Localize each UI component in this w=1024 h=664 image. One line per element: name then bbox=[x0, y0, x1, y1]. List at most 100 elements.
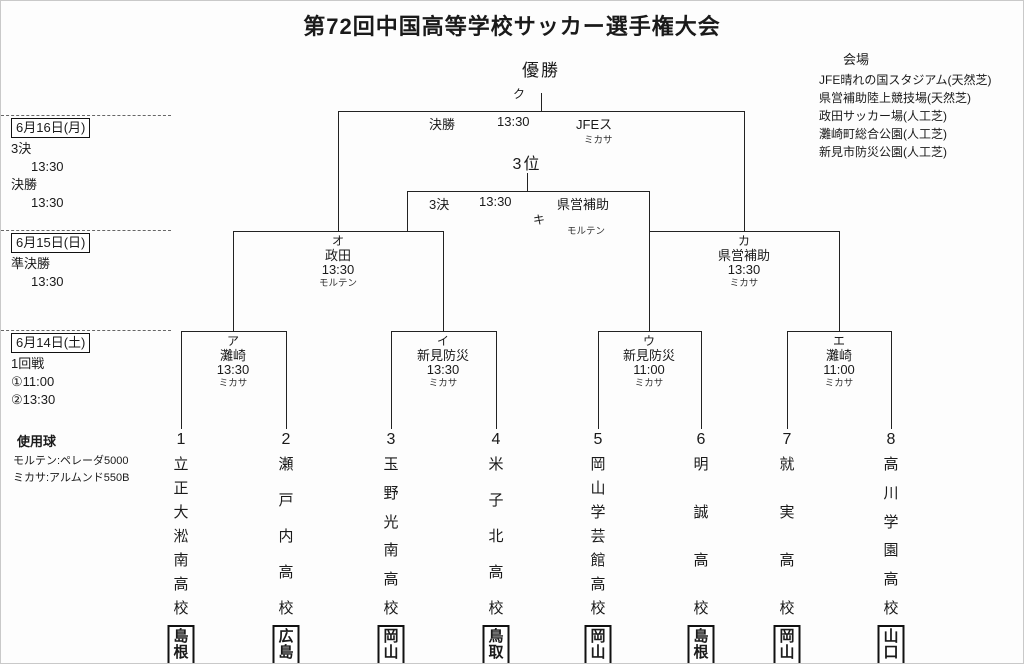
separator-line bbox=[1, 115, 171, 116]
team-column-6: 6 明誠高校 島根 bbox=[687, 431, 715, 663]
final-time: 13:30 bbox=[497, 114, 530, 129]
team-seed: 2 bbox=[281, 431, 291, 448]
first-round-a-up-line bbox=[233, 231, 234, 331]
schedule-line: 3決 bbox=[11, 141, 32, 156]
match-time: 13:30 bbox=[426, 362, 460, 377]
semifinal-left-bar-line bbox=[233, 231, 443, 232]
ball-spec: モルテン:ペレーダ5000 bbox=[13, 455, 129, 467]
team-name: 玉野光南高校 bbox=[383, 456, 399, 617]
third-place-time: 13:30 bbox=[479, 194, 512, 209]
first-round-b-bar-line bbox=[391, 331, 496, 332]
third-place-bar-line bbox=[407, 191, 649, 192]
third-place-label: 3位 bbox=[512, 156, 542, 173]
third-place-connector-line bbox=[527, 173, 528, 191]
team-name: 瀬戸内高校 bbox=[278, 456, 294, 617]
match-code: ア bbox=[226, 334, 240, 348]
match-code: エ bbox=[832, 334, 846, 348]
schedule-section-jun16: 6月16日(月) 3決 13:30 決勝 13:30 bbox=[11, 118, 91, 212]
team-name: 就実高校 bbox=[779, 456, 795, 617]
date-box: 6月16日(月) bbox=[11, 118, 91, 138]
team-seed: 5 bbox=[593, 431, 603, 448]
final-venue: JFEス bbox=[576, 117, 613, 132]
first-round-d-up-line bbox=[839, 231, 840, 331]
match-code: カ bbox=[737, 234, 751, 248]
schedule-line: 準決勝 bbox=[11, 256, 51, 271]
third-place-round-label: 3決 bbox=[429, 197, 450, 212]
venues-heading: 会場 bbox=[843, 52, 870, 67]
date-box: 6月15日(日) bbox=[11, 233, 91, 253]
first-round-b-label: イ 新見防災 13:30 ミカサ bbox=[417, 335, 469, 390]
match-ball: ミカサ bbox=[729, 278, 759, 289]
team-column-5: 5 岡山学芸館高校 岡山 bbox=[584, 431, 612, 663]
schedule-section-jun14: 6月14日(土) 1回戦 ①11:00 ②13:30 bbox=[11, 333, 91, 409]
schedule-section-jun15: 6月15日(日) 準決勝 13:30 bbox=[11, 233, 91, 291]
match-venue: 新見防災 bbox=[416, 348, 470, 363]
schedule-line: 13:30 bbox=[31, 195, 64, 210]
venue-item: 県営補助陸上競技場(天然芝) bbox=[819, 91, 971, 105]
balls-legend: 使用球 モルテン:ペレーダ5000 ミカサ:アルムンド550B bbox=[13, 433, 129, 487]
team-7-drop-line bbox=[787, 331, 788, 429]
venue-item: 政田サッカー場(人工芝) bbox=[819, 109, 947, 123]
prefecture-box: 岡山 bbox=[377, 625, 405, 663]
date-box: 6月14日(土) bbox=[11, 333, 91, 353]
final-ball: ミカサ bbox=[584, 135, 613, 146]
separator-line bbox=[1, 330, 171, 331]
champion-connector-line bbox=[541, 93, 542, 111]
team-1-drop-line bbox=[181, 331, 182, 429]
team-5-drop-line bbox=[598, 331, 599, 429]
team-column-7: 7 就実高校 岡山 bbox=[773, 431, 801, 663]
schedule-line: 13:30 bbox=[31, 274, 64, 289]
team-seed: 1 bbox=[176, 431, 186, 448]
champion-label: 優勝 bbox=[522, 61, 560, 80]
third-place-right-drop-line bbox=[649, 191, 650, 231]
team-6-drop-line bbox=[701, 331, 702, 429]
team-column-8: 8 高川学園高校 山口 bbox=[877, 431, 905, 663]
prefecture-box: 島根 bbox=[687, 625, 715, 663]
third-place-left-drop-line bbox=[407, 191, 408, 231]
match-code: イ bbox=[436, 334, 450, 348]
prefecture-box: 岡山 bbox=[773, 625, 801, 663]
schedule-line: 決勝 bbox=[11, 177, 38, 192]
team-name: 米子北高校 bbox=[488, 456, 504, 617]
final-round-label: 決勝 bbox=[429, 117, 456, 132]
match-time: 13:30 bbox=[216, 362, 250, 377]
page-title: 第72回中国高等学校サッカー選手権大会 bbox=[303, 14, 721, 39]
first-round-c-bar-line bbox=[598, 331, 701, 332]
venue-item: 灘崎町総合公園(人工芝) bbox=[819, 127, 947, 141]
semifinal-right-label: カ 県営補助 13:30 ミカサ bbox=[718, 235, 770, 290]
match-venue: 県営補助 bbox=[717, 248, 771, 263]
third-place-venue: 県営補助 bbox=[557, 197, 610, 212]
prefecture-box: 広島 bbox=[272, 625, 300, 663]
team-name: 明誠高校 bbox=[693, 456, 709, 617]
match-ball: ミカサ bbox=[824, 378, 854, 389]
venue-item: JFE晴れの国スタジアム(天然芝) bbox=[819, 73, 992, 87]
team-column-1: 1 立正大淞南高校 島根 bbox=[167, 431, 195, 663]
semifinal-right-up-line bbox=[744, 111, 745, 231]
match-ball: ミカサ bbox=[634, 378, 664, 389]
first-round-a-bar-line bbox=[181, 331, 286, 332]
team-column-3: 3 玉野光南高校 岡山 bbox=[377, 431, 405, 663]
final-bar-line bbox=[338, 111, 744, 112]
schedule-line: 1回戦 bbox=[11, 356, 45, 371]
first-round-c-up-line bbox=[649, 231, 650, 331]
team-seed: 3 bbox=[386, 431, 396, 448]
team-seed: 4 bbox=[491, 431, 501, 448]
team-seed: 8 bbox=[886, 431, 896, 448]
match-ball: ミカサ bbox=[428, 378, 458, 389]
schedule-line: 13:30 bbox=[31, 159, 64, 174]
balls-heading: 使用球 bbox=[17, 434, 57, 449]
match-time: 13:30 bbox=[727, 262, 761, 277]
venue-list: 会場 JFE晴れの国スタジアム(天然芝) 県営補助陸上競技場(天然芝) 政田サッ… bbox=[819, 51, 992, 161]
team-2-drop-line bbox=[286, 331, 287, 429]
first-round-d-bar-line bbox=[787, 331, 891, 332]
prefecture-box: 山口 bbox=[877, 625, 905, 663]
prefecture-box: 鳥取 bbox=[482, 625, 510, 663]
team-3-drop-line bbox=[391, 331, 392, 429]
team-name: 立正大淞南高校 bbox=[173, 456, 189, 617]
team-name: 岡山学芸館高校 bbox=[590, 456, 606, 617]
match-time: 13:30 bbox=[321, 262, 355, 277]
team-8-drop-line bbox=[891, 331, 892, 429]
schedule-line: ①11:00 bbox=[11, 374, 55, 389]
ball-spec: ミカサ:アルムンド550B bbox=[13, 472, 130, 484]
